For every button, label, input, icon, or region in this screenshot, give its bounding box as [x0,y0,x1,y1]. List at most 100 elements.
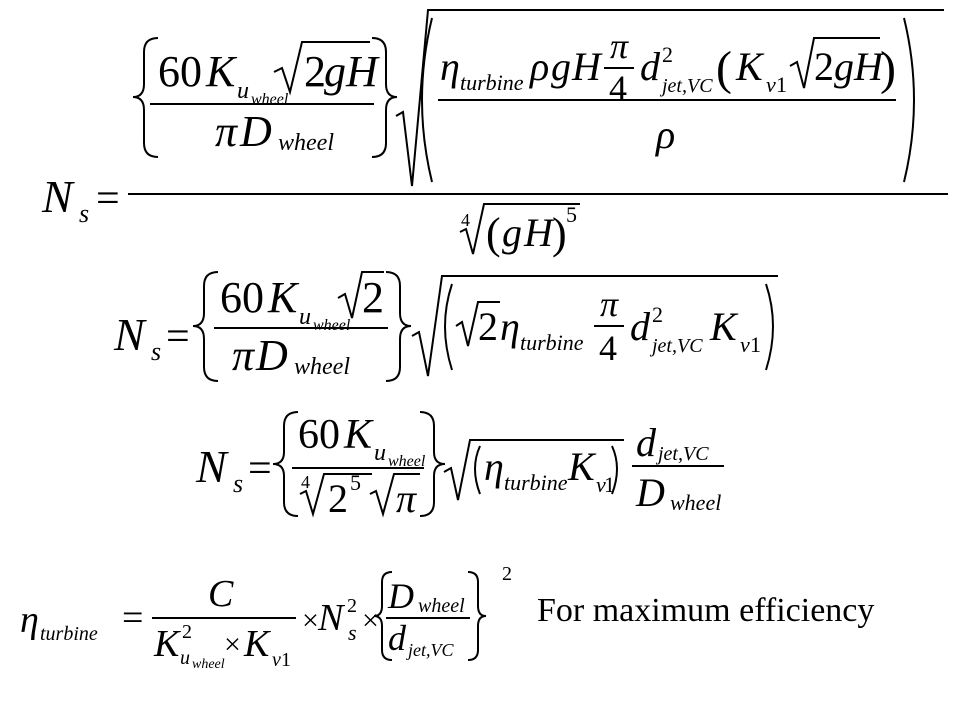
eq1-sqrt-2gh [273,41,370,96]
equation-3: N s = 60 K u wheel 4 2 5 π η turbine K v… [195,411,724,521]
eq1-root-index-four: 4 [461,210,470,230]
eq1-inner-sqrt [789,37,880,89]
eq1-gh-rparen: ) [552,209,567,258]
eq3-k-sub-wheel: wheel [388,453,426,470]
eq1-big-rparen [903,17,915,183]
eq1-denom-rho: ρ [654,112,675,157]
eq4-djet: d [388,618,407,658]
eq1-g2: g [551,44,571,89]
eq1-fourth-root [459,203,580,255]
eq4-eta-sub-turbine: turbine [40,623,98,645]
eq3-right-brace [419,411,446,517]
eq4-right-brace [467,571,487,661]
eq2-inner-two: 2 [478,304,498,349]
eq2-d: D [255,331,288,380]
eq2-ns-n: N [113,309,147,360]
eq1-two: 2 [304,47,326,96]
eq3-sixty: 60 [298,412,340,458]
eq1-quarter-four: 4 [609,68,627,108]
eq2-eta: η [500,304,520,349]
eq1-inner-two: 2 [814,44,834,89]
eq1-inner-lparen: ( [716,42,732,95]
eq2-kv-sub-one: 1 [750,332,761,357]
eq2-ns-sub: s [151,337,161,366]
eq1-ns-sub: s [79,199,89,228]
eq1-inner-h: H [853,44,885,89]
eq1-djet-sup-two: 2 [662,42,673,67]
eq3-kv: K [567,444,597,489]
eq3-big-rparen [611,445,618,495]
eq4-k-sup-two: 2 [182,621,192,643]
eq2-pi: π [232,331,256,380]
eq2-big-sqrt [411,275,778,377]
eq3-kv-sub-v: v [596,472,606,497]
eq4-ns-sup-two: 2 [347,595,357,617]
eq3-sup-five: 5 [350,470,361,495]
eq3-two: 2 [328,476,348,521]
eq1-inner-rparen: ) [880,42,896,95]
equation-4: η turbine = C K 2 u wheel × K v 1 × N 2 … [20,563,512,672]
eq4-ns-sub: s [348,620,357,645]
eq4-k-sub-u: u [180,647,190,669]
eq3-sqrt-pi [369,473,420,518]
eq3-kv-sub-one: 1 [604,472,615,497]
eq4-kv: K [243,623,271,665]
eq3-eta-sub-turbine: turbine [504,470,568,495]
eq2-sqrt-two [337,271,384,319]
eq3-fourth-root [299,473,372,518]
equation-1: N s = 60 K u wheel 2 g H π D wheel η tur… [41,9,948,258]
eq4-times-3: × [362,604,379,637]
eq3-djet: d [636,420,657,465]
eq1-k-sub-u: u [237,78,249,104]
eq3-big-lparen [474,445,481,495]
eq2-kv-sub-v: v [740,332,750,357]
eq2-big-lparen [444,283,453,371]
equation-2: N s = 60 K u wheel 2 π D wheel 2 η turbi… [113,271,778,382]
eq1-gh-g: g [502,210,522,255]
eq1-gh-h: H [523,210,555,255]
eq4-equals: = [122,597,143,639]
eq4-dwheel: D [387,576,414,616]
eq1-left-brace [132,37,159,158]
eq1-g: g [324,47,346,96]
eq1-k-sub-wheel: wheel [251,91,289,108]
eq3-equals: = [248,446,272,492]
eq1-gh-lparen: ( [486,209,501,258]
eq1-h2: H [571,44,603,89]
eq4-kv-sub-one: 1 [281,649,291,671]
eq3-ns-sub: s [233,469,243,498]
eq1-eta-sub-turbine: turbine [460,70,524,95]
eq1-quarter-pi: π [610,26,629,66]
eq1-kv-sub-v: v [766,72,776,97]
eq2-d-sub-wheel: wheel [294,354,350,380]
eq1-djet-sub: jet,VC [659,75,713,97]
eq2-quarter-four: 4 [599,328,617,368]
caption-max-efficiency: For maximum efficiency [537,592,875,629]
eq2-djet: d [630,304,651,349]
eq1-k: K [205,47,238,96]
eq2-eta-sub-turbine: turbine [520,330,584,355]
eq3-big-sqrt [443,439,624,501]
eq2-kv: K [709,304,739,349]
eq2-quarter-pi: π [600,284,619,324]
eq3-dwheel-sub: wheel [670,490,721,515]
eq1-equals: = [96,176,120,222]
eq1-gh-sup-five: 5 [566,202,577,227]
eq3-eta: η [484,444,504,489]
eq1-big-lparen [421,17,433,183]
eq4-k-sub-wheel: wheel [192,657,225,672]
eq2-k-sub-u: u [299,304,311,330]
eq1-pi: π [215,107,239,156]
eq4-k: K [153,623,181,665]
eq2-inner-sqrt-two [455,301,500,347]
eq1-inner-g: g [834,44,854,89]
eq2-equals: = [166,314,190,360]
eq3-djet-sub: jet,VC [655,443,709,465]
eq2-djet-sub: jet,VC [649,335,703,357]
eq2-k-sub-wheel: wheel [313,317,351,334]
eq1-h: H [345,47,380,96]
eq1-sixty: 60 [158,47,202,96]
eq1-eta: η [440,44,460,89]
eq1-rho: ρ [528,44,549,89]
eq2-two: 2 [362,273,384,322]
